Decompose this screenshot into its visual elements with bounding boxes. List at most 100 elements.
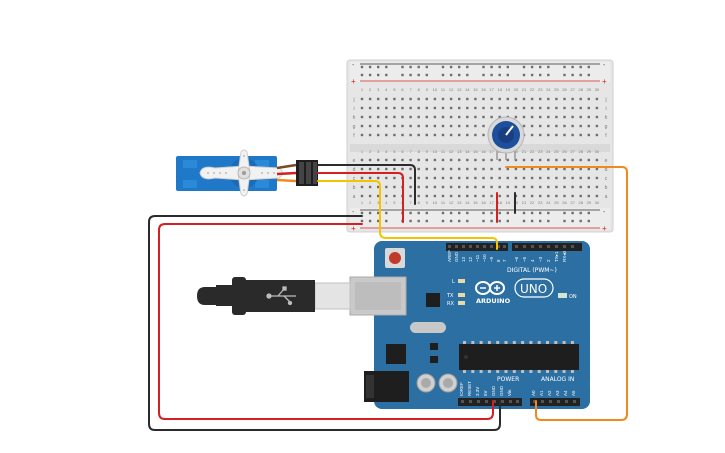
digital-pin-label: ~10 — [482, 254, 487, 262]
analog-pin-label: A3 — [555, 390, 560, 396]
led-l-label: L — [452, 279, 455, 285]
arduino-logo-icon — [475, 281, 505, 295]
breadboard-row-number: 14 — [465, 87, 470, 92]
breadboard-row-number: 17 — [489, 149, 494, 154]
breadboard-row-number: 8 — [418, 200, 421, 205]
breadboard-row-number: 5 — [393, 200, 396, 205]
led-tx-label: TX — [446, 293, 454, 299]
breadboard-row-letter: a — [605, 194, 608, 200]
analog-pin-label: A5 — [571, 390, 576, 396]
led-l — [458, 279, 465, 283]
digital-pin-label: GND — [454, 251, 459, 262]
breadboard-row-letter: i — [353, 106, 354, 112]
breadboard-row-number: 4 — [385, 149, 388, 154]
breadboard-row-number: 29 — [587, 200, 592, 205]
wire-servo-black — [317, 164, 416, 205]
breadboard-row-number: 8 — [418, 87, 421, 92]
breadboard-row-number: 22 — [530, 200, 535, 205]
digital-pin-label: 4 — [530, 259, 535, 262]
breadboard-row-number: 24 — [546, 149, 551, 154]
breadboard-row-number: 23 — [538, 200, 543, 205]
breadboard-row-number: 2 — [369, 87, 372, 92]
digital-pin-label: ~6 — [514, 256, 519, 262]
wire-pot-orange — [505, 166, 628, 421]
breadboard-row-number: 22 — [530, 149, 535, 154]
breadboard-row-number: 12 — [449, 149, 454, 154]
rail-minus-bottom-left: - — [352, 209, 355, 216]
breadboard-row-letter: h — [605, 115, 608, 121]
breadboard-row-number: 3 — [377, 87, 380, 92]
breadboard-row-number: 15 — [473, 87, 478, 92]
breadboard-row-number: 10 — [433, 149, 438, 154]
breadboard-row-number: 17 — [489, 200, 494, 205]
breadboard-row-number: 29 — [587, 87, 592, 92]
breadboard-row-letter: f — [353, 133, 355, 139]
breadboard-row-letter: d — [605, 167, 608, 173]
breadboard-row-letter: i — [605, 106, 606, 112]
breadboard-row-number: 20 — [514, 200, 519, 205]
breadboard-row-number: 24 — [546, 87, 551, 92]
breadboard-row-number: 13 — [457, 149, 462, 154]
breadboard-row-number: 24 — [546, 200, 551, 205]
breadboard-row-number: 14 — [465, 200, 470, 205]
breadboard-row-number: 3 — [377, 200, 380, 205]
breadboard-row-letter: g — [605, 124, 608, 130]
breadboard-row-number: 1 — [361, 200, 364, 205]
usb-cable-icon — [266, 286, 296, 306]
breadboard-row-number: 19 — [506, 200, 511, 205]
breadboard-row-letter: e — [605, 158, 608, 164]
breadboard-row-number: 27 — [570, 149, 575, 154]
breadboard-row-number: 3 — [377, 149, 380, 154]
power-pin-label: RESET — [467, 381, 472, 396]
breadboard-labels: 1112223334445556667778889991010101111111… — [352, 87, 607, 205]
breadboard[interactable]: - + - + - + - + 111222333444555666777888… — [346, 59, 614, 233]
breadboard-row-number: 14 — [465, 149, 470, 154]
breadboard-row-number: 20 — [514, 87, 519, 92]
analog-pin-label: A0 — [531, 390, 536, 396]
wire-signal-yellow — [317, 180, 498, 250]
breadboard-row-letter: c — [353, 176, 356, 182]
digital-pin-label: ~5 — [522, 256, 527, 262]
breadboard-row-number: 28 — [578, 87, 583, 92]
breadboard-row-number: 18 — [497, 200, 502, 205]
breadboard-row-number: 18 — [497, 87, 502, 92]
breadboard-row-number: 4 — [385, 200, 388, 205]
breadboard-row-number: 25 — [554, 87, 559, 92]
breadboard-row-letter: b — [353, 185, 356, 191]
breadboard-row-number: 26 — [562, 87, 567, 92]
digital-pin-label: TX▸1 — [554, 251, 559, 262]
breadboard-row-number: 16 — [481, 200, 486, 205]
breadboard-row-letter: a — [353, 194, 356, 200]
servo-motor[interactable] — [176, 149, 318, 197]
digital-pin-label: ~11 — [475, 254, 480, 262]
breadboard-row-letter: f — [605, 133, 607, 139]
digital-label: DIGITAL (PWM~) — [507, 267, 557, 274]
breadboard-row-number: 26 — [562, 200, 567, 205]
power-label: POWER — [497, 376, 519, 383]
rail-plus-bottom-right: + — [602, 224, 607, 233]
analog-label: ANALOG IN — [541, 376, 574, 383]
breadboard-row-number: 21 — [522, 149, 527, 154]
breadboard-row-number: 25 — [554, 200, 559, 205]
breadboard-row-number: 21 — [522, 87, 527, 92]
breadboard-row-number: 5 — [393, 149, 396, 154]
digital-pin-label: ~9 — [489, 256, 494, 262]
usb-cable[interactable] — [197, 276, 407, 316]
breadboard-row-number: 17 — [489, 87, 494, 92]
breadboard-row-number: 13 — [457, 87, 462, 92]
led-tx — [458, 293, 465, 297]
breadboard-row-number: 1 — [361, 87, 364, 92]
breadboard-row-number: 28 — [578, 149, 583, 154]
breadboard-row-number: 27 — [570, 87, 575, 92]
reset-button[interactable] — [389, 252, 401, 264]
digital-pin-label: 8 — [496, 259, 501, 262]
rail-plus-bottom-left: + — [351, 224, 356, 233]
power-pin-label: IOREF — [459, 382, 464, 396]
breadboard-row-number: 26 — [562, 149, 567, 154]
power-pin-label: 5V — [483, 390, 488, 396]
potentiometer[interactable] — [487, 116, 525, 160]
